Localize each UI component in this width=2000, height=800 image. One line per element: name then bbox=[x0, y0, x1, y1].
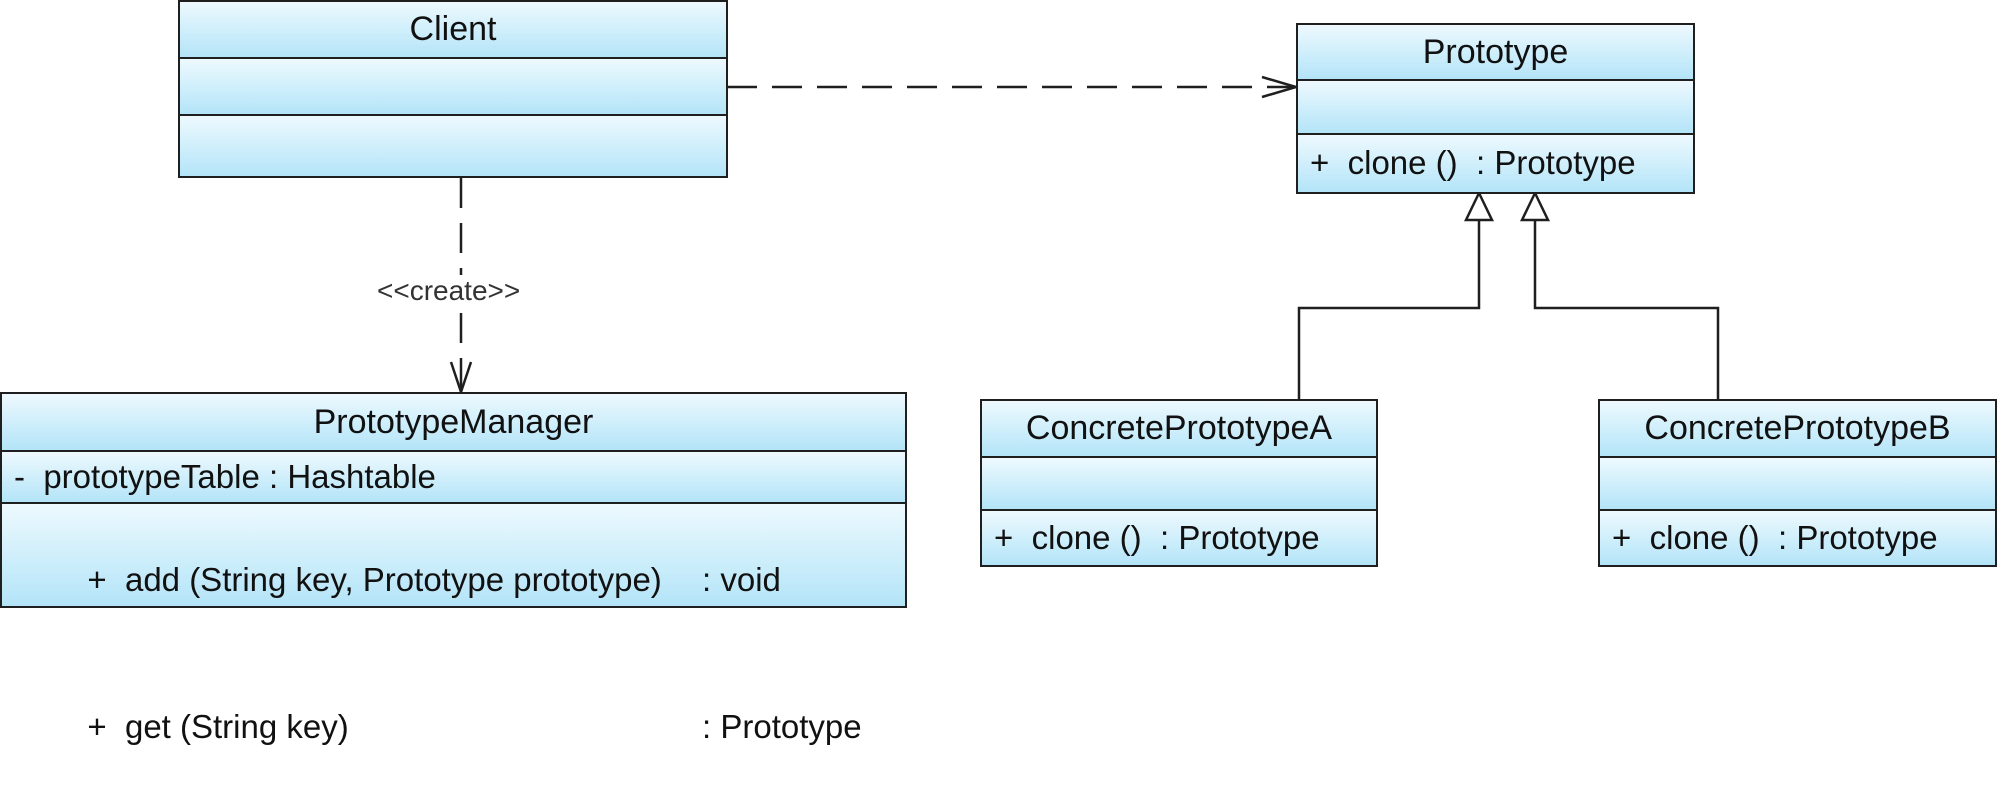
hollow-triangle-arrowhead-icon bbox=[1464, 190, 1494, 222]
attribute-compartment bbox=[180, 59, 726, 116]
operation-signature: + get (String key) bbox=[87, 708, 349, 745]
uml-class-diagram: <<create>> Client Prototype + clone () :… bbox=[0, 0, 1997, 745]
attribute-compartment: - prototypeTable : Hashtable bbox=[2, 452, 905, 504]
class-client: Client bbox=[178, 0, 728, 178]
attribute-compartment bbox=[1298, 81, 1693, 135]
class-name: Client bbox=[180, 2, 726, 59]
class-name: PrototypeManager bbox=[2, 394, 905, 452]
operation-compartment: + clone () : Prototype bbox=[982, 511, 1376, 565]
class-name: ConcretePrototypeB bbox=[1600, 401, 1995, 458]
class-name: Prototype bbox=[1298, 25, 1693, 81]
operation-compartment bbox=[180, 116, 726, 176]
operation-row: + add (String key, Prototype prototype):… bbox=[2, 506, 905, 653]
attribute-compartment bbox=[982, 458, 1376, 511]
class-name: ConcretePrototypeA bbox=[982, 401, 1376, 458]
class-concrete-prototype-b: ConcretePrototypeB + clone () : Prototyp… bbox=[1598, 399, 1997, 567]
create-stereotype-label: <<create>> bbox=[375, 275, 523, 307]
attribute-compartment bbox=[1600, 458, 1995, 511]
class-prototype-manager: PrototypeManager - prototypeTable : Hash… bbox=[0, 392, 907, 745]
attribute-row: - prototypeTable : Hashtable bbox=[14, 458, 436, 495]
operation-signature: + add (String key, Prototype prototype) bbox=[87, 561, 662, 598]
operation-row: + clone () : Prototype bbox=[994, 519, 1320, 556]
operation-compartment: + add (String key, Prototype prototype):… bbox=[2, 504, 905, 745]
operation-row: + get (String key) : Prototype bbox=[2, 653, 905, 800]
operation-compartment: + clone () : Prototype bbox=[1600, 511, 1995, 565]
generalization-line-b bbox=[1533, 220, 1720, 399]
operation-row: + clone () : Prototype bbox=[1612, 519, 1938, 556]
class-concrete-prototype-a: ConcretePrototypeA + clone () : Prototyp… bbox=[980, 399, 1378, 567]
hollow-triangle-arrowhead-icon bbox=[1520, 190, 1550, 222]
operation-compartment: + clone () : Prototype bbox=[1298, 135, 1693, 192]
operation-return-type: : Prototype bbox=[702, 708, 862, 745]
generalization-line-a bbox=[1297, 220, 1481, 399]
operation-row: + clone () : Prototype bbox=[1310, 144, 1636, 181]
class-prototype: Prototype + clone () : Prototype bbox=[1296, 23, 1695, 194]
operation-return-type: : void bbox=[702, 561, 781, 598]
